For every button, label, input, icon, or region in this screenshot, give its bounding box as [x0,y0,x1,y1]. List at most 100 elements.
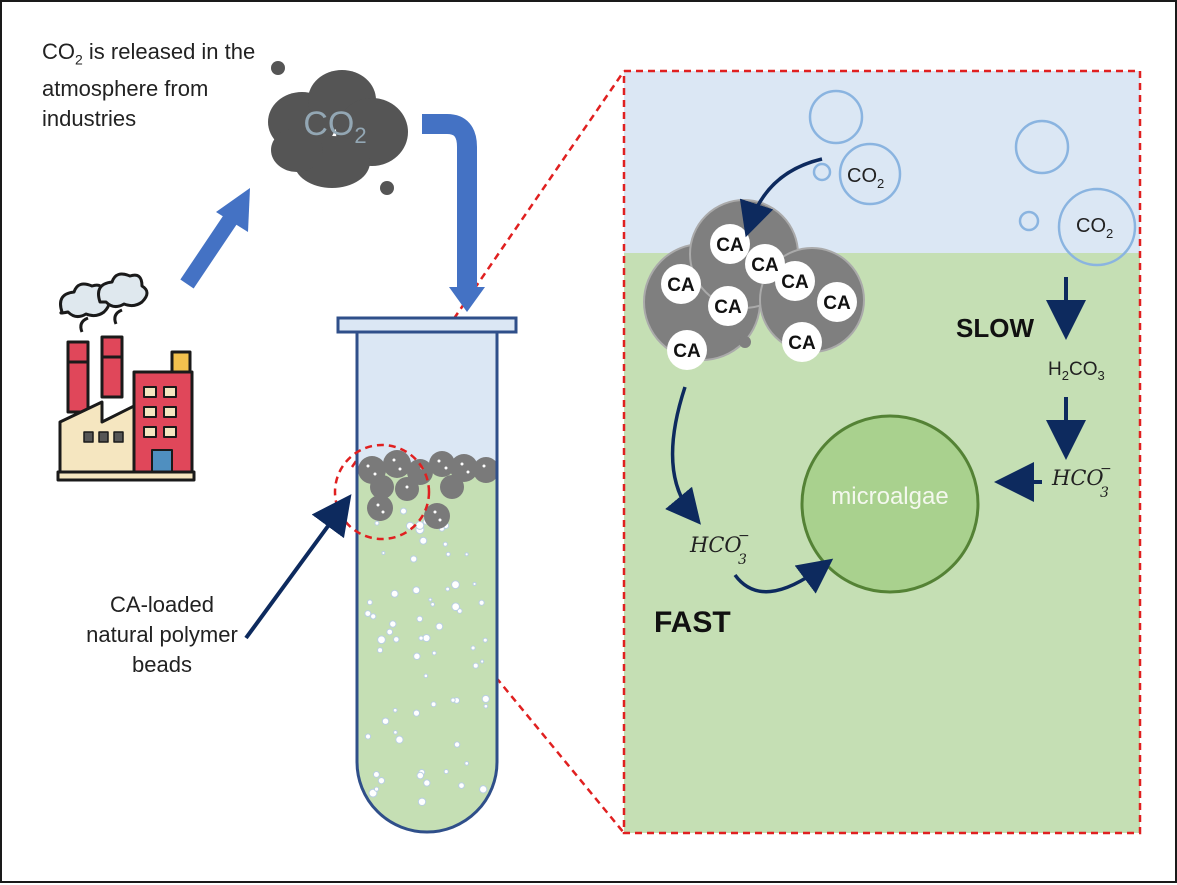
liquid-bubble [392,707,398,713]
ca-enzyme-label: CA [716,235,744,256]
capture-arrow [422,114,485,312]
liquid-bubble [389,620,397,628]
ca-enzyme-label: CA [823,293,851,314]
liquid-bubble [412,586,421,595]
liquid-bubble [470,645,476,651]
svg-text:−: − [1100,461,1112,477]
liquid-bubble [478,599,485,606]
co2-to-ca-arrow [739,157,823,238]
ca-enzyme-disc [708,286,748,326]
bicarbonate-label-right: HCO − 3 [1051,461,1112,501]
liquid-bubble [445,586,451,592]
ca-to-bicarbonate-arrow [665,386,701,525]
liquid-bubble [443,768,449,775]
ca-enzyme-label: CA [667,275,695,296]
emission-arrow [180,188,250,289]
liquid-bubble [482,637,488,643]
svg-text:−: − [738,528,750,544]
svg-text:3: 3 [738,552,747,568]
test-tube [336,316,518,834]
ca-enzyme-disc [782,322,822,362]
bubble-co2-label-right: CO2 [1076,215,1113,241]
liquid-bubble [442,541,448,547]
liquid-bubble [366,599,373,606]
microalgae-cell [800,414,980,594]
liquid-bubble [364,610,372,617]
callout-line-top [350,70,626,468]
ca-enzyme-disc [745,244,785,284]
liquid-bubble [464,761,470,766]
liquid-bubble [464,552,469,557]
liquid-bubble [415,520,425,530]
liquid-bubble [419,536,428,545]
beads-pointer-arrow [244,494,352,640]
tube-beads [358,450,497,529]
svg-text:3: 3 [1100,485,1109,501]
co2-release-caption: CO2 is released in the atmosphere from i… [42,39,256,132]
svg-text:HCO: HCO [689,533,742,557]
liquid-bubble [428,597,433,602]
liquid-bubble [393,730,398,735]
liquid-bubble [416,771,425,780]
liquid-bubble [472,662,479,669]
liquid-bubble [364,733,372,740]
liquid-bubble [453,741,461,748]
zoom-circle [333,443,431,541]
liquid-bubble [390,589,399,598]
liquid-bubble [422,633,431,643]
co2-cloud-icon [268,61,408,195]
ca-enzyme-disc [661,264,701,304]
liquid-bubble [430,602,436,607]
bead-speckles [366,458,486,522]
ca-enzyme-label: CA [788,333,816,354]
liquid-bubble [423,779,431,787]
inset-border [622,69,1142,835]
slow-label: SLOW [956,313,1034,343]
liquid-bubble [430,701,437,708]
ca-enzyme-label: CA [714,297,742,318]
beads-caption: CA-loaded natural polymer beads [86,592,238,677]
liquid-bubble [451,580,460,590]
liquid-bubble [412,709,421,717]
liquid-bubble [431,650,437,656]
liquid-bubble [377,647,384,654]
liquid-bubble [416,615,424,623]
carbonic-acid-label: H2CO3 [1048,359,1105,383]
ca-enzyme-disc [667,330,707,370]
liquid-bubble [373,786,380,792]
liquid-bubble [410,555,418,563]
liquid-bubble [480,659,485,664]
ca-enzyme-label: CA [751,255,779,276]
liquid-bubble [374,520,380,526]
liquid-bubble [386,628,394,636]
liquid-bubble [450,697,456,703]
factory-icon [56,272,196,482]
liquid-bubble [381,551,386,556]
tube-liquid [357,472,497,832]
fast-label: FAST [654,606,731,639]
liquid-bubble [479,785,488,794]
ca-enzyme-disc [817,282,857,322]
liquid-bubble [423,673,429,679]
ca-enzyme-label: CA [781,272,809,293]
liquid-bubble [399,507,407,515]
cloud-co2-label: CO2 [303,105,366,148]
liquid-bubble [445,551,451,557]
liquid-bubble [418,635,424,641]
bubble-co2-label-left: CO2 [847,165,884,191]
liquid-bubble [417,797,427,807]
liquid-bubble [377,635,386,645]
liquid-bubble [372,770,380,778]
liquid-bubble [370,613,377,620]
ca-enzyme-label: CA [673,341,701,362]
tube-rim [336,316,518,334]
liquid-bubble [435,622,444,631]
liquid-bubble [481,694,490,703]
microalgae-label: microalgae [831,483,948,510]
fast-uptake-arrow [733,558,834,594]
liquid-bubble [395,735,404,744]
liquid-bubble [413,652,421,661]
liquid-bubble [377,777,386,785]
